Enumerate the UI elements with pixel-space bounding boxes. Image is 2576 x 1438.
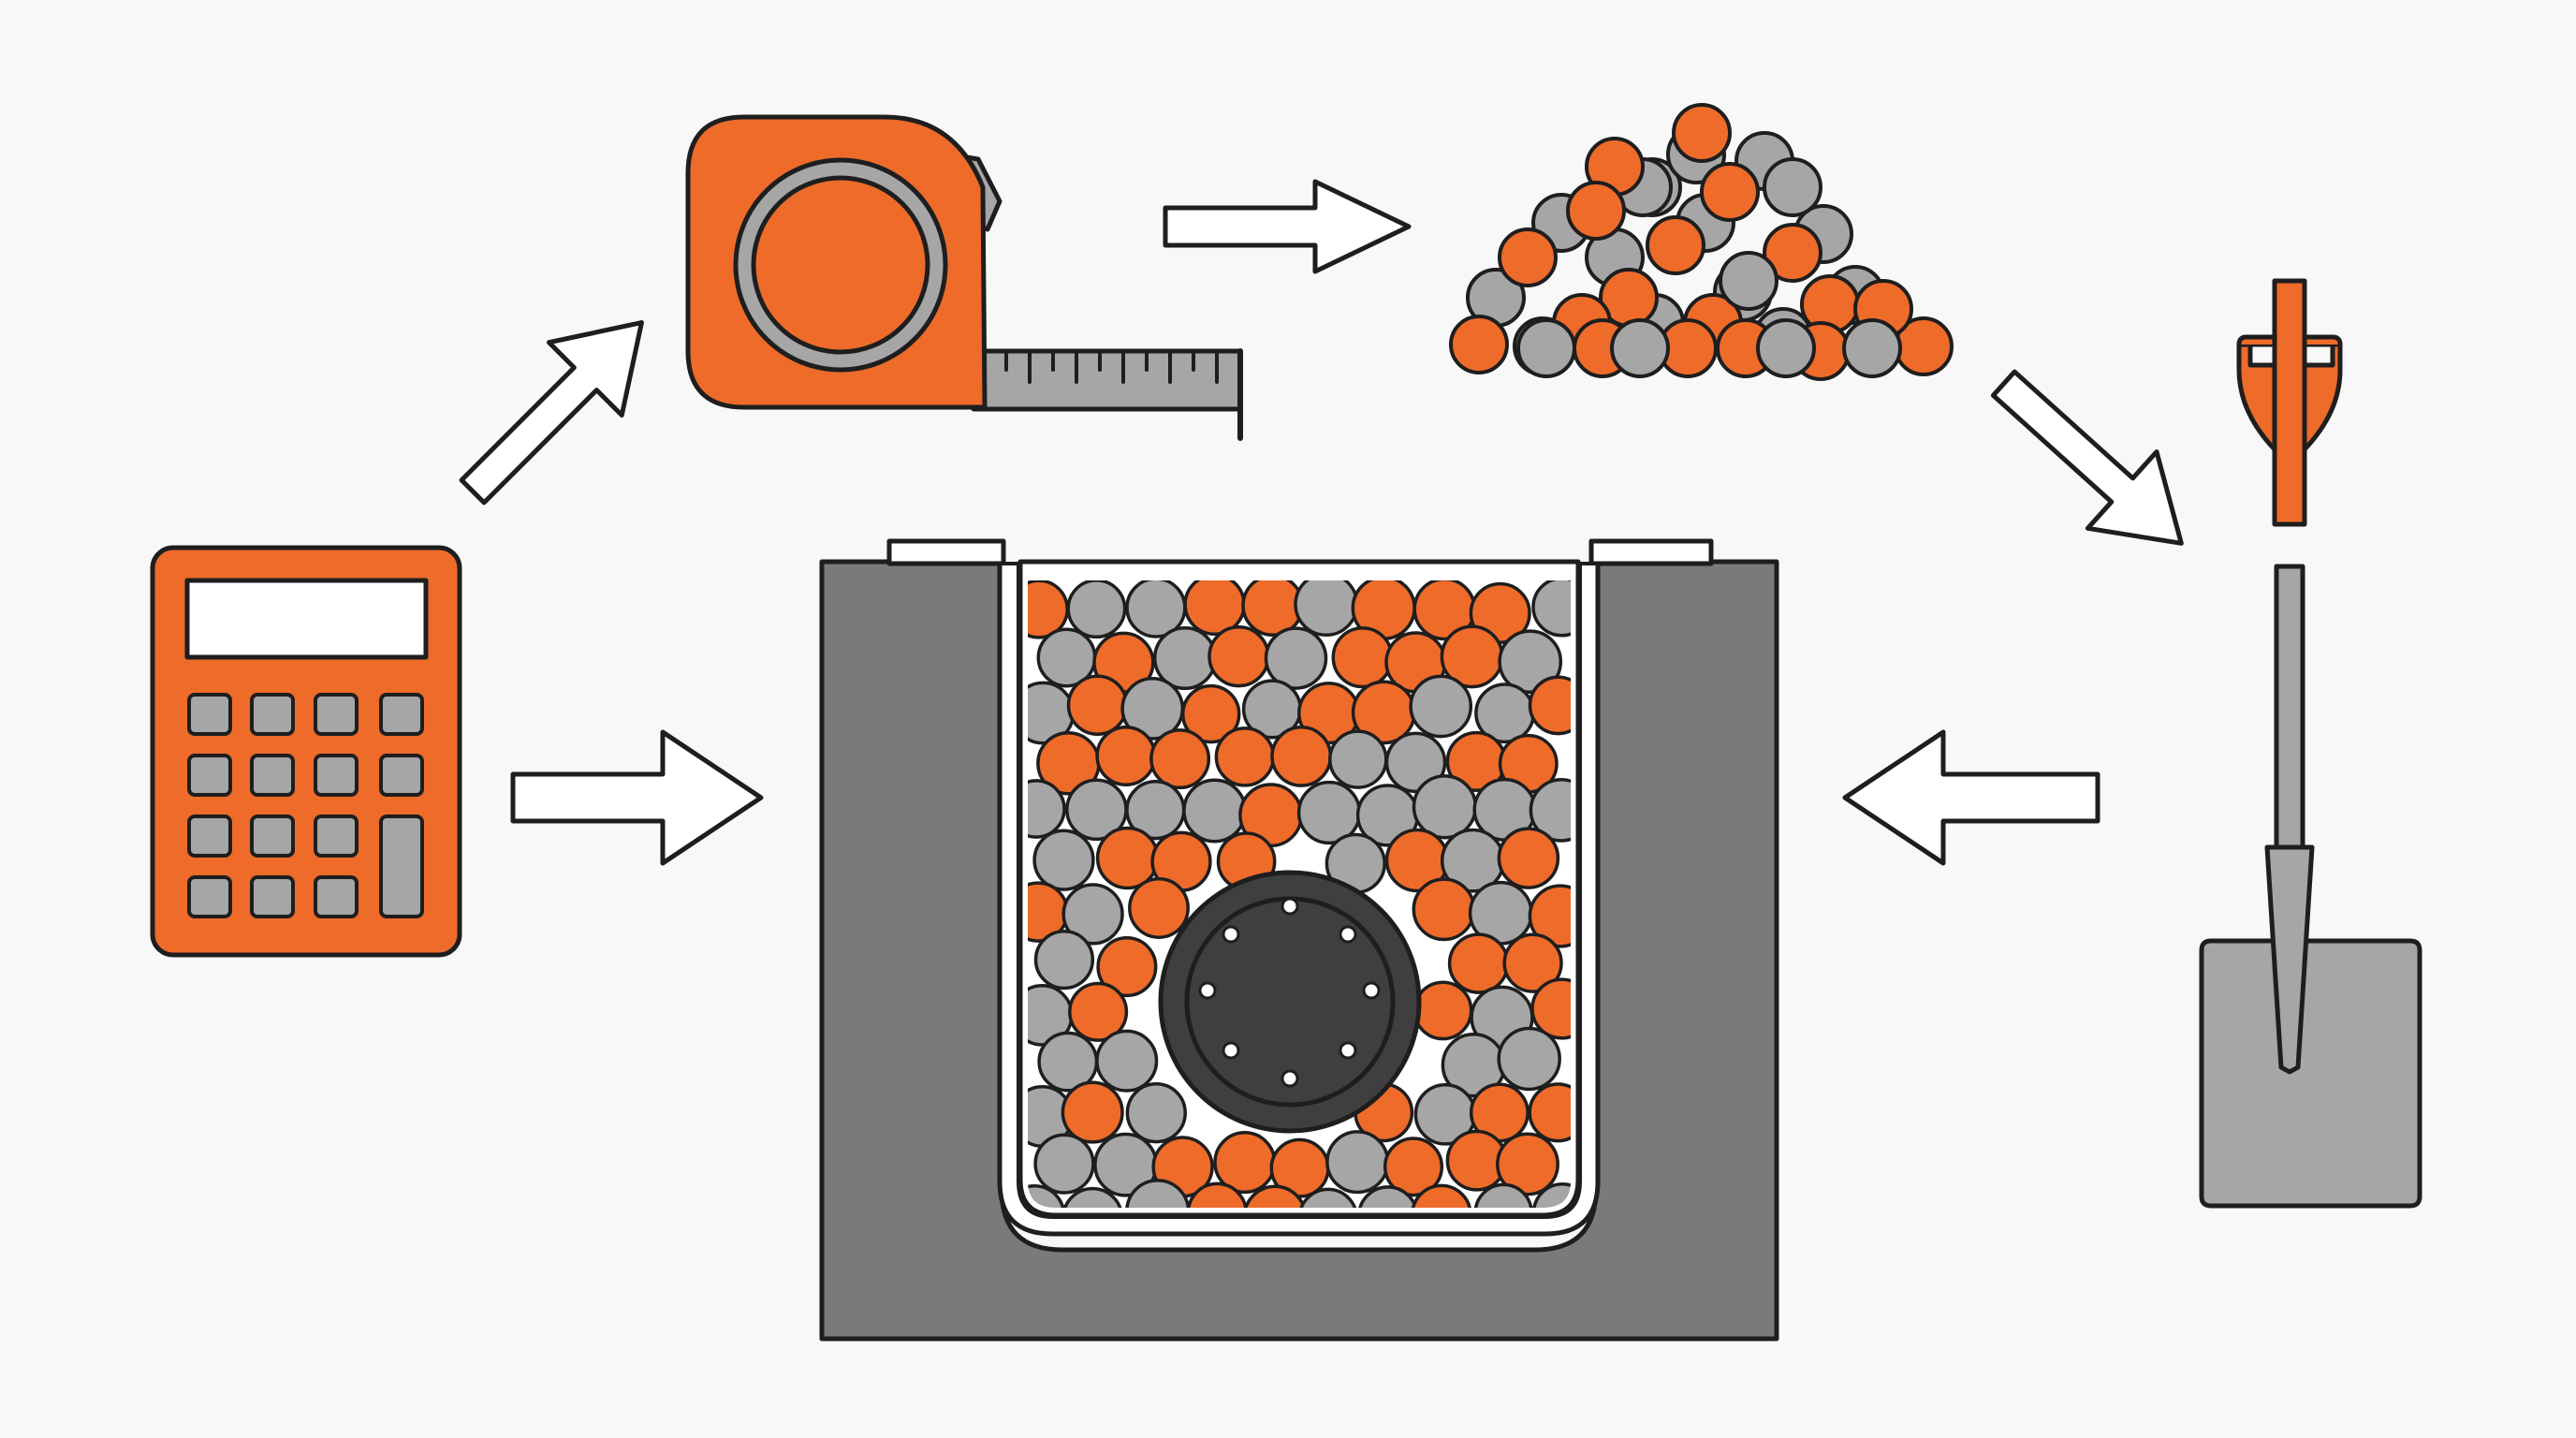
gravel-stone xyxy=(1095,725,1157,787)
gravel-stone xyxy=(1531,580,1571,638)
tape-tick-marks xyxy=(1004,349,1219,384)
gravel-stone xyxy=(1182,778,1248,844)
gravel-fill xyxy=(1028,580,1571,1208)
gravel-stone xyxy=(1412,774,1478,840)
gravel-stone xyxy=(1528,675,1571,736)
gravel-stone xyxy=(1497,1026,1561,1092)
gravel-stone xyxy=(1496,1132,1559,1196)
gravel-stone xyxy=(1061,1080,1124,1144)
gravel-stone xyxy=(1028,779,1066,839)
gravel-stone xyxy=(1412,877,1476,942)
gravel-stone xyxy=(1384,731,1447,794)
gravel-stone xyxy=(1128,877,1190,939)
gravel-stone xyxy=(1242,1184,1308,1208)
arrow-gravel-to-shovel xyxy=(1990,369,2184,546)
fabric-flap-right xyxy=(1588,538,1714,566)
gravel-stone xyxy=(1241,580,1305,638)
gravel-stone xyxy=(1473,1182,1533,1208)
gravel-stone xyxy=(1032,829,1095,891)
gravel-stone xyxy=(1066,580,1127,639)
arrows xyxy=(459,179,2184,866)
gravel-stone xyxy=(1528,1082,1571,1143)
calculator-icon xyxy=(150,545,462,958)
gravel-stone xyxy=(1125,1082,1187,1144)
gravel-stone xyxy=(1328,729,1388,789)
gravel-stone xyxy=(1095,1029,1159,1093)
arrow-calculator-to-trench xyxy=(510,729,764,866)
gravel-stone xyxy=(1033,929,1095,990)
gravel-stone xyxy=(1498,629,1563,695)
gravel-stone xyxy=(1208,625,1270,688)
gravel-stone xyxy=(1412,980,1473,1041)
gravel-stone xyxy=(1180,683,1241,744)
gravel-pile-icon xyxy=(1449,103,1954,381)
gravel-stone xyxy=(1061,883,1124,946)
gravel-stone xyxy=(1061,1186,1124,1208)
gravel-stone xyxy=(1528,884,1571,948)
gravel-stone xyxy=(1033,1133,1095,1195)
fabric-flap-left xyxy=(886,538,1006,566)
gravel-stone xyxy=(1186,1181,1248,1208)
gravel-stone xyxy=(1183,580,1246,637)
gravel-stone xyxy=(1331,626,1394,689)
gravel-stone xyxy=(1066,674,1129,736)
gravel-stone xyxy=(1294,580,1359,638)
trench-cross-section-icon xyxy=(819,538,1779,1342)
gravel-stone xyxy=(1068,981,1129,1042)
gravel-stone xyxy=(1383,1137,1444,1197)
gravel-stone xyxy=(1356,1185,1419,1208)
arrow-shovel-to-trench xyxy=(1842,729,2100,866)
gravel-stone xyxy=(1531,1182,1571,1208)
arrow-tape-measure-to-gravel xyxy=(1163,179,1412,274)
gravel-stone xyxy=(1297,1187,1359,1208)
pipe-perforations xyxy=(1198,897,1381,1088)
gravel-stone xyxy=(1149,728,1211,790)
gravel-stone xyxy=(1214,726,1276,787)
gravel-stone xyxy=(1096,936,1158,998)
gravel-stone xyxy=(1502,932,1563,993)
gravel-stone xyxy=(1264,626,1328,690)
gravel-stone xyxy=(1530,977,1571,1040)
gravel-stone xyxy=(1270,725,1333,787)
gravel-stone xyxy=(1529,778,1571,843)
gravel-stone xyxy=(1125,1179,1191,1208)
gravel-stone xyxy=(1028,1183,1066,1208)
arrow-calculator-to-tape-measure xyxy=(459,320,644,506)
gravel-stone xyxy=(1497,827,1560,889)
perforated-pipe xyxy=(1158,870,1422,1134)
gravel-stone xyxy=(1409,674,1473,739)
gravel-stone xyxy=(1447,932,1510,994)
gravel-stone xyxy=(1325,1130,1390,1195)
tape-measure-icon xyxy=(685,114,1243,441)
gravel-stone xyxy=(1411,1183,1472,1208)
gravel-stone xyxy=(1095,826,1160,890)
shovel-icon xyxy=(2199,278,2422,1209)
